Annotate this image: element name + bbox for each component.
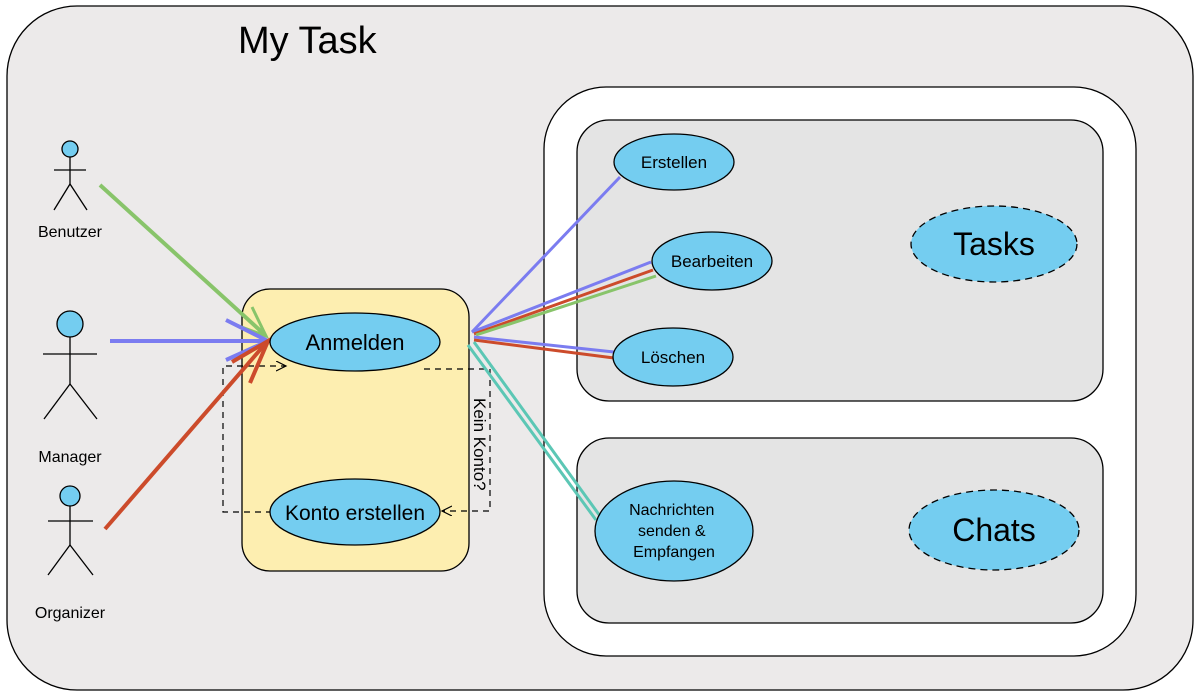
use-case-messages-label: Nachrichten senden & Empfangen: [629, 502, 719, 561]
flow-register-to-login: [222, 366, 286, 513]
use-case-messages-line: Empfangen: [633, 544, 715, 561]
actor-label: Manager: [38, 449, 102, 466]
use-case-messages-line: Nachrichten: [629, 502, 714, 519]
use-case-edit-label: Bearbeiten: [671, 252, 753, 271]
flow-login-to-register: [424, 368, 491, 511]
use-case-messages: [594, 480, 754, 582]
use-case-register: [269, 478, 441, 546]
actor-organizer: [47, 485, 94, 576]
assoc-benutzer-login: [98, 183, 266, 336]
chats-group-label: Chats: [952, 512, 1036, 548]
no-account-note: Kein Konto?: [470, 398, 489, 491]
actor-label: Benutzer: [38, 224, 103, 241]
actor-manager: [43, 310, 98, 420]
tasks-group-box: [576, 119, 1104, 402]
use-case-messages-line: senden &: [638, 523, 706, 540]
tasks-group-label: Tasks: [953, 226, 1035, 262]
feature-associations: [466, 175, 657, 521]
use-case-login-label: Anmelden: [305, 330, 404, 355]
actor-head: [56, 310, 84, 338]
use-case-create-label: Erstellen: [641, 153, 707, 172]
use-case-edit: [651, 231, 773, 291]
assoc-organizer-login: [103, 341, 268, 531]
use-case-create: [613, 133, 735, 191]
use-case-delete: [612, 327, 734, 387]
actor-head: [61, 140, 79, 158]
chats-group-label-bubble: [908, 489, 1080, 571]
arrowhead-organizer: [230, 336, 273, 384]
actor-label: Organizer: [35, 605, 106, 622]
actor-associations: [98, 183, 273, 531]
use-case-login: [269, 312, 441, 372]
use-case-register-label: Konto erstellen: [285, 502, 425, 525]
use-case-delete-label: Löschen: [641, 348, 705, 367]
actor-head: [59, 485, 81, 507]
system-title: My Task: [238, 20, 378, 62]
actor-benutzer: [53, 140, 88, 211]
tasks-group-label-bubble: [910, 205, 1078, 283]
